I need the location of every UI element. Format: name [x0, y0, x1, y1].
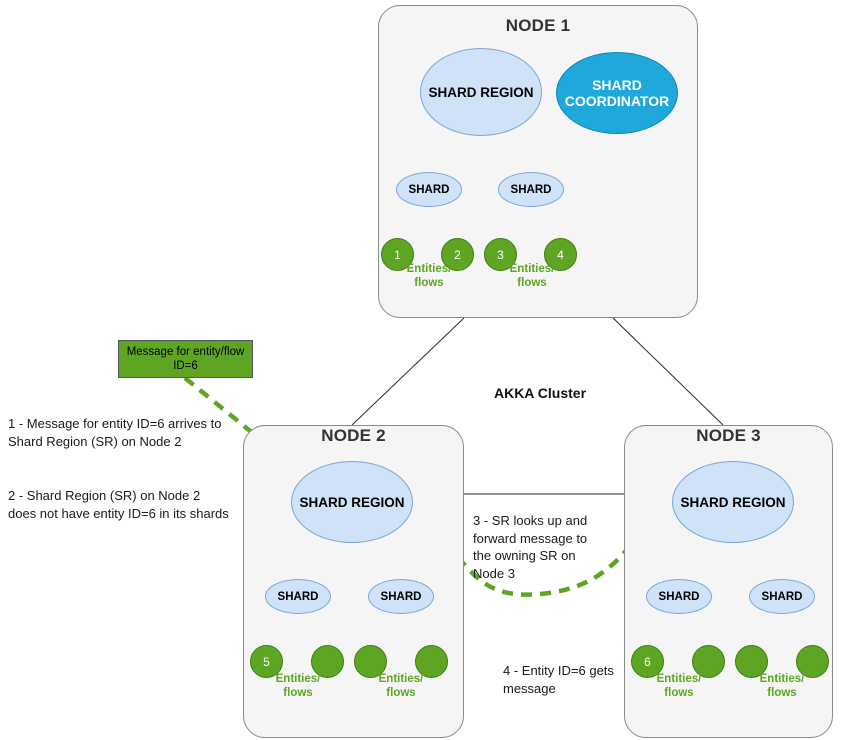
shard-node3-0[interactable]: SHARD — [646, 579, 712, 614]
entity-node2-blank-3[interactable] — [415, 645, 448, 678]
entities-label-node2-0: Entities/ flows — [275, 673, 321, 699]
entity-node1-1[interactable]: 1 — [381, 238, 414, 271]
entity-node2-blank-2[interactable] — [354, 645, 387, 678]
shard-node3-1[interactable]: SHARD — [749, 579, 815, 614]
entities-label-node3-0: Entities/ flows — [656, 673, 702, 699]
node-title-node2: NODE 2 — [321, 426, 386, 445]
shard-region-node2[interactable]: SHARD REGION — [291, 461, 413, 543]
akka-cluster-label: AKKA Cluster — [493, 385, 587, 401]
shard-node2-1[interactable]: SHARD — [368, 579, 434, 614]
step-4-note: 4 - Entity ID=6 gets message — [503, 663, 614, 696]
shard-region-node3[interactable]: SHARD REGION — [672, 461, 794, 543]
entity-node1-3[interactable]: 3 — [484, 238, 517, 271]
entity-node2-blank-1[interactable] — [311, 645, 344, 678]
entity-node3-blank-2[interactable] — [735, 645, 768, 678]
entity-node1-2[interactable]: 2 — [441, 238, 474, 271]
entity-node3-6[interactable]: 6 — [631, 645, 664, 678]
node-title-node3: NODE 3 — [696, 426, 761, 445]
entities-label-node1-0: Entities/ flows — [406, 263, 452, 289]
shard-node1-1[interactable]: SHARD — [498, 172, 564, 207]
step-3-note: 3 - SR looks up and forward message to t… — [473, 513, 588, 581]
shard-node1-0[interactable]: SHARD — [396, 172, 462, 207]
entities-label-node3-1: Entities/ flows — [759, 673, 805, 699]
entities-label-node2-1: Entities/ flows — [378, 673, 424, 699]
shard-coordinator-node1[interactable]: SHARD COORDINATOR — [556, 52, 678, 134]
step-1-note: 1 - Message for entity ID=6 arrives to S… — [8, 416, 222, 449]
step-2-note: 2 - Shard Region (SR) on Node 2 does not… — [8, 488, 229, 521]
shard-node2-0[interactable]: SHARD — [265, 579, 331, 614]
message-box-entity6[interactable]: Message for entity/flow ID=6 — [118, 340, 253, 378]
node-title-node1: NODE 1 — [505, 16, 571, 35]
entity-node3-blank-3[interactable] — [796, 645, 829, 678]
shard-region-node1[interactable]: SHARD REGION — [420, 48, 542, 136]
entity-node1-4[interactable]: 4 — [544, 238, 577, 271]
entity-node3-blank-1[interactable] — [692, 645, 725, 678]
entity-node2-5[interactable]: 5 — [250, 645, 283, 678]
entities-label-node1-1: Entities/ flows — [509, 263, 555, 289]
